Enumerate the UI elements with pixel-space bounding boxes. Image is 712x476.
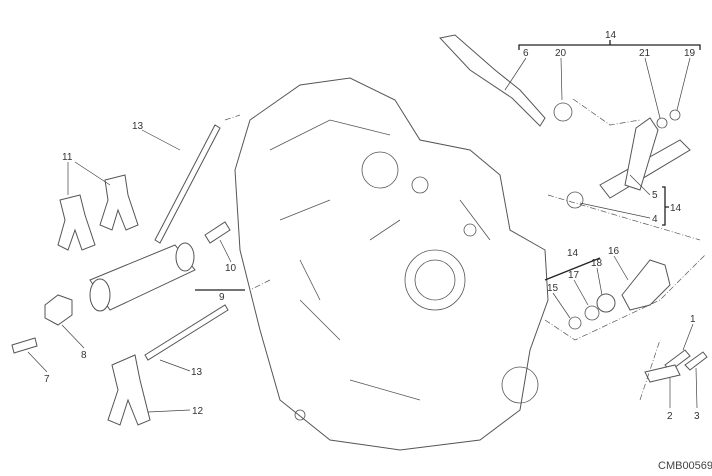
callout-9: 9 xyxy=(219,292,225,303)
callout-13-top: 13 xyxy=(132,121,144,132)
callout-16: 16 xyxy=(608,246,620,257)
callout-4: 4 xyxy=(652,214,658,225)
detent-pin xyxy=(204,221,231,244)
spring-20 xyxy=(553,102,573,122)
washer-21 xyxy=(656,117,668,129)
gearshift-shaft-arm xyxy=(624,117,659,191)
plate-2 xyxy=(644,364,681,383)
plate-16 xyxy=(621,259,671,311)
drawing-code: CMB00569 xyxy=(658,460,712,472)
callout-2: 2 xyxy=(667,411,673,422)
assembly-guides xyxy=(224,98,706,401)
shift-forks xyxy=(57,174,139,251)
callout-20: 20 xyxy=(555,48,567,59)
callout-5: 5 xyxy=(652,190,658,201)
circlip-15 xyxy=(568,316,582,330)
shift-fork-bottom xyxy=(107,354,151,426)
drum-star xyxy=(44,294,73,326)
screw-3 xyxy=(684,351,708,371)
callout-21: 21 xyxy=(639,48,651,59)
callout-11: 11 xyxy=(62,152,73,163)
callout-10: 10 xyxy=(225,263,237,274)
callout-14-top: 14 xyxy=(605,30,617,41)
callout-19: 19 xyxy=(684,48,696,59)
screw-7 xyxy=(11,337,38,354)
callout-14-right: 14 xyxy=(670,203,682,214)
shift-fork-rod-bottom xyxy=(144,304,229,361)
callout-6: 6 xyxy=(523,48,529,59)
circlip-19 xyxy=(669,109,681,121)
spring-4 xyxy=(566,191,584,209)
callout-15: 15 xyxy=(547,283,559,294)
callout-18: 18 xyxy=(591,258,603,269)
callout-14-mid: 14 xyxy=(567,248,579,259)
callout-brackets xyxy=(195,40,701,291)
callout-1: 1 xyxy=(690,314,696,325)
callout-17: 17 xyxy=(568,270,580,281)
callout-3: 3 xyxy=(694,411,700,422)
seal-18 xyxy=(596,293,616,313)
callout-7: 7 xyxy=(44,374,50,385)
crankcase-half xyxy=(234,77,549,451)
washer-17 xyxy=(584,305,600,321)
selector-drum xyxy=(89,242,196,312)
callout-13-bottom: 13 xyxy=(191,367,203,378)
shift-fork-rod-top xyxy=(154,124,221,244)
callout-12: 12 xyxy=(192,406,204,417)
shift-lever xyxy=(439,34,546,127)
leader-lines xyxy=(27,57,698,413)
callout-8: 8 xyxy=(81,350,87,361)
